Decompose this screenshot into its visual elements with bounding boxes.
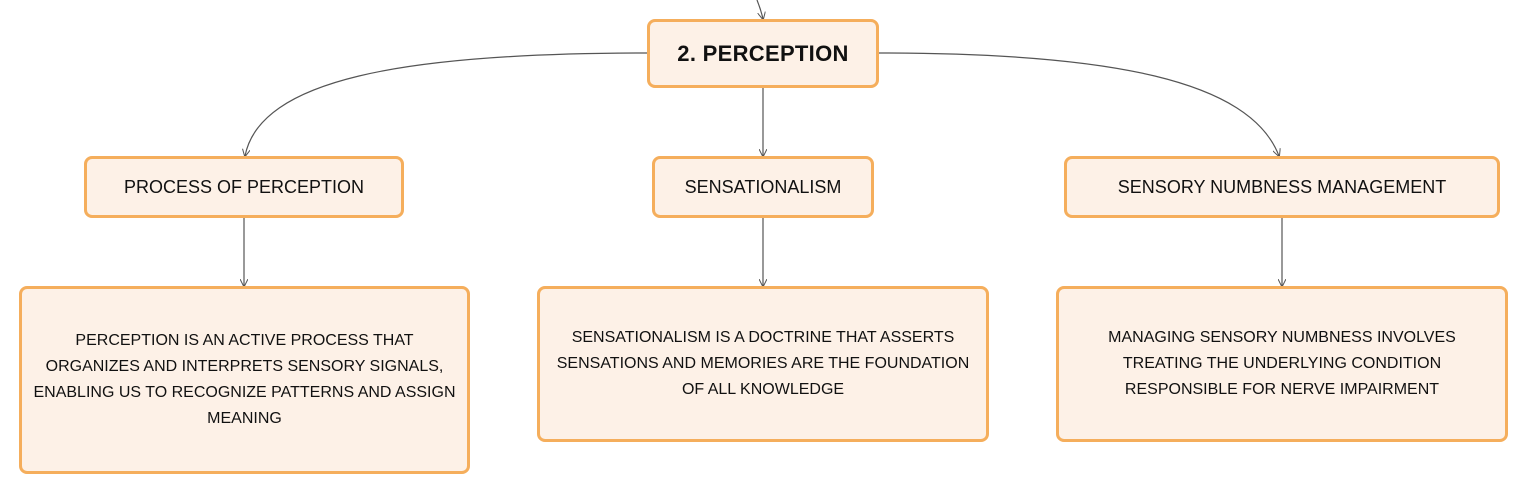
branch-node-label: PROCESS OF PERCEPTION [123,176,365,197]
branch-node-label: SENSORY NUMBNESS MANAGEMENT [1117,176,1447,197]
detail-node-text: PERCEPTION IS AN ACTIVE PROCESS THAT ORG… [33,332,456,427]
parent-connector [756,0,763,19]
branch-node-sensationalism[interactable]: SENSATIONALISM [652,156,874,218]
detail-node-sensory-numbness-management[interactable]: MANAGING SENSORY NUMBNESS INVOLVES TREAT… [1056,286,1508,442]
branch-node-process-of-perception[interactable]: PROCESS OF PERCEPTION [84,156,404,218]
root-node[interactable]: 2. PERCEPTION [647,19,879,88]
detail-node-process-of-perception[interactable]: PERCEPTION IS AN ACTIVE PROCESS THAT ORG… [19,286,470,474]
branch-node-sensory-numbness-management[interactable]: SENSORY NUMBNESS MANAGEMENT [1064,156,1500,218]
detail-node-text: MANAGING SENSORY NUMBNESS INVOLVES TREAT… [1108,329,1456,398]
connector-root-to-process [245,52,648,156]
root-node-label: 2. PERCEPTION [677,40,849,66]
detail-node-text: SENSATIONALISM IS A DOCTRINE THAT ASSERT… [556,329,970,398]
detail-node-sensationalism[interactable]: SENSATIONALISM IS A DOCTRINE THAT ASSERT… [537,286,989,442]
connector-root-to-numbness [878,52,1279,156]
branch-node-label: SENSATIONALISM [684,176,842,197]
